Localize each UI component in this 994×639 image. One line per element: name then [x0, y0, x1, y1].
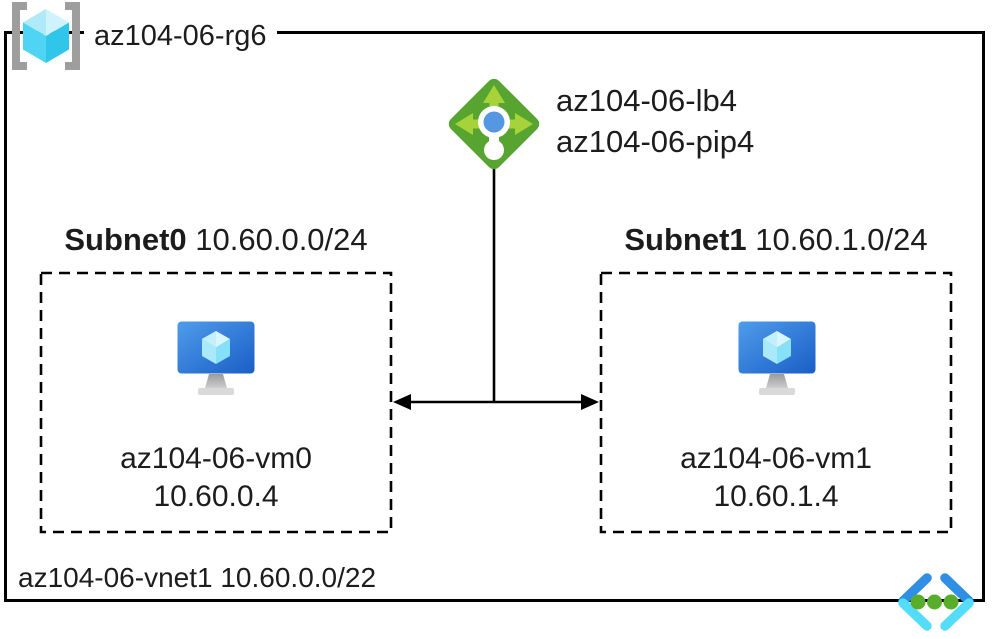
resource-group-icon: [12, 2, 80, 70]
public-ip-name: az104-06-pip4: [556, 124, 755, 159]
resource-group-label: az104-06-rg6: [84, 15, 277, 57]
subnet0-name: Subnet0: [64, 222, 187, 257]
subnet1-cidr: 10.60.1.0/24: [755, 222, 928, 257]
resource-group-boundary: [4, 31, 985, 602]
subnet1-title: Subnet1 10.60.1.0/24: [600, 220, 952, 260]
virtual-machine-icon: [738, 321, 816, 395]
subnet0-cidr: 10.60.0.0/24: [195, 222, 368, 257]
virtual-machine-icon: [177, 321, 255, 395]
vm0-label: az104-06-vm0 10.60.0.4: [40, 440, 392, 516]
subnet0-title: Subnet0 10.60.0.0/24: [40, 220, 392, 260]
vm1-ip: 10.60.1.4: [713, 480, 839, 513]
vnet-label: az104-06-vnet1 10.60.0.0/22: [18, 562, 377, 593]
vm1-label: az104-06-vm1 10.60.1.4: [600, 440, 952, 516]
vm0-ip: 10.60.0.4: [153, 480, 279, 513]
load-balancer-label: az104-06-lb4 az104-06-pip4: [556, 80, 754, 162]
subnet1-name: Subnet1: [624, 222, 747, 257]
vm0-name: az104-06-vm0: [120, 442, 312, 475]
load-balancer-icon: [448, 78, 540, 170]
load-balancer-name: az104-06-lb4: [556, 83, 737, 118]
vm1-name: az104-06-vm1: [680, 442, 872, 475]
virtual-network-icon: [898, 573, 974, 631]
